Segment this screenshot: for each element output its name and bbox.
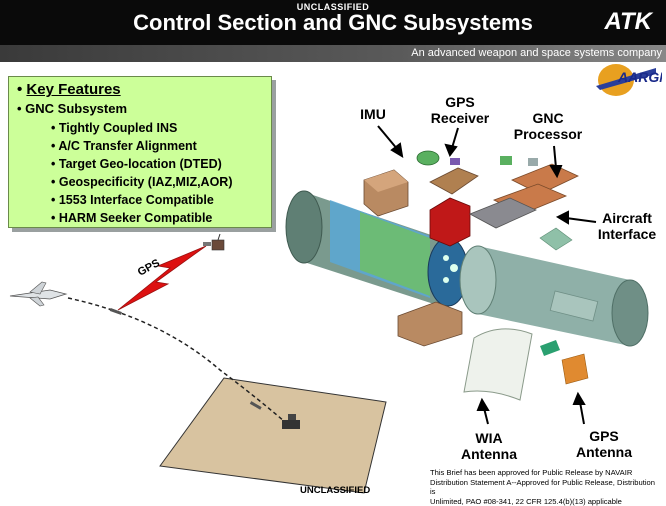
missile-icon [249,401,262,410]
key-features-heading: • Key Features [17,81,121,98]
small-antenna-module [540,340,560,356]
wia-antenna-module [463,328,533,401]
red-module [429,197,471,247]
label-imu: IMU [360,106,386,122]
missile-icon [109,308,122,315]
terrain-area [159,377,387,494]
release-statement: This Brief has been approved for Public … [430,468,655,506]
satellite-icon [203,233,225,251]
lower-module [397,301,463,347]
aircraft-icon [9,281,68,307]
header-bar [0,0,666,45]
gps-signal-label: GPS [136,257,162,279]
aargm-logo: AARGM [590,58,666,103]
target-vehicle-icon [282,414,300,429]
control-section-body [285,190,469,307]
feature-item: • Target Geo-location (DTED) [51,157,222,171]
feature-item: • Geospecificity (IAZ,MIZ,AOR) [51,175,233,189]
gps-signal-bolt [117,245,207,311]
feature-item: • HARM Seeker Compatible [51,211,213,225]
atk-logo: ATK [604,8,652,35]
feature-item: • A/C Transfer Alignment [51,139,197,153]
imu-module [363,169,409,217]
classification-bottom: UNCLASSIFIED [300,485,371,496]
key-features-box: • Key Features • GNC Subsystem • Tightly… [8,76,272,228]
feature-item: • Tightly Coupled INS [51,121,178,135]
gps-antenna-module [561,353,589,385]
gnc-subsystem-label: • GNC Subsystem [17,101,128,116]
aircraft-interface-module [539,227,573,251]
page-title: Control Section and GNC Subsystems [133,10,533,35]
leader-arrows [377,125,597,425]
aargm-logo-text: AARGM [617,69,662,85]
gnc-processor-module [469,156,579,229]
tagline: An advanced weapon and space systems com… [411,47,662,59]
gps-receiver-module [416,150,479,195]
classification-top: UNCLASSIFIED [296,2,370,12]
tagline-bar [0,45,666,62]
feature-item: • 1553 Interface Compatible [51,193,214,207]
outer-shell-cylinder [459,245,649,347]
